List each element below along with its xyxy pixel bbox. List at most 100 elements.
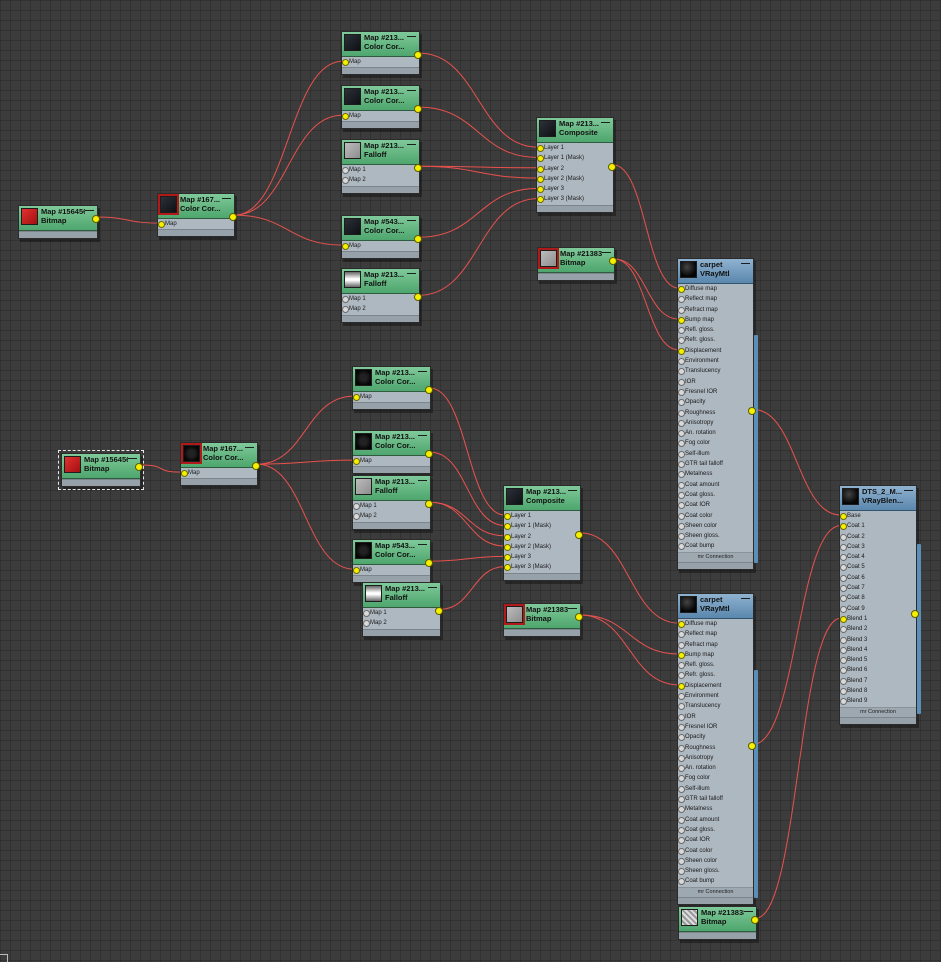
input-socket-icon[interactable] (678, 471, 685, 479)
node-bmpC[interactable]: Map #1564565Bitmap— (58, 450, 144, 490)
input-socket-icon[interactable] (537, 175, 544, 183)
input-socket-icon[interactable] (678, 440, 685, 448)
input-slot[interactable]: Metalness (678, 804, 753, 814)
input-slot[interactable]: Layer 3 (Mask) (537, 194, 613, 204)
input-slot[interactable]: Layer 2 (Mask) (537, 174, 613, 184)
collapse-icon[interactable]: — (418, 539, 427, 549)
input-slot[interactable]: Fog color (678, 773, 753, 783)
input-slot[interactable]: Reflect map (678, 294, 753, 304)
output-socket-icon[interactable] (608, 162, 616, 171)
node-header[interactable]: Map #213...Composite— (504, 485, 580, 511)
input-socket-icon[interactable] (678, 388, 685, 396)
collapse-icon[interactable]: — (128, 453, 137, 463)
node-header[interactable]: Map #213...Falloff— (342, 268, 419, 294)
input-socket-icon[interactable] (678, 481, 685, 489)
input-socket-icon[interactable] (840, 698, 847, 706)
node-bmpB[interactable]: Map #213838...Bitmap— (537, 247, 617, 281)
input-slot[interactable]: Blend 9 (840, 696, 916, 706)
node-cc5[interactable]: Map #213...Color Cor...—Map (352, 430, 433, 475)
input-socket-icon[interactable] (678, 337, 685, 345)
collapse-icon[interactable]: — (407, 31, 416, 41)
input-socket-icon[interactable] (537, 155, 544, 163)
input-socket-icon[interactable] (678, 672, 685, 680)
input-slot[interactable]: Blend 1 (840, 614, 916, 624)
collapse-icon[interactable]: — (85, 205, 94, 215)
input-socket-icon[interactable] (678, 450, 685, 458)
input-socket-icon[interactable] (678, 286, 685, 293)
input-socket-icon[interactable] (678, 682, 685, 690)
input-slot[interactable]: Coat 3 (840, 542, 916, 552)
input-socket-icon[interactable] (678, 796, 685, 804)
collapse-icon[interactable]: — (601, 117, 610, 127)
input-slot[interactable]: Displacement (678, 681, 753, 691)
node-header[interactable]: Map #213...Falloff— (353, 475, 430, 501)
input-slot[interactable]: IOR (678, 377, 753, 387)
input-socket-icon[interactable] (504, 564, 511, 572)
collapse-icon[interactable]: — (245, 442, 254, 452)
output-socket-icon[interactable] (135, 463, 143, 471)
input-socket-icon[interactable] (678, 419, 685, 427)
input-socket-icon[interactable] (840, 646, 847, 654)
output-socket-icon[interactable] (425, 500, 433, 509)
node-header[interactable]: Map #213838...Bitmap— (538, 247, 614, 273)
input-slot[interactable]: Self-illum (678, 449, 753, 459)
input-slot[interactable]: Bump map (678, 315, 753, 325)
mr-connection-footer[interactable]: mr Connection (678, 886, 753, 897)
input-socket-icon[interactable] (678, 461, 685, 469)
input-socket-icon[interactable] (342, 59, 349, 66)
input-slot[interactable]: Coat IOR (678, 500, 753, 510)
input-slot[interactable]: Map (342, 111, 419, 121)
node-ccA[interactable]: Map #167...Color Cor...—Map (157, 193, 237, 238)
input-socket-icon[interactable] (342, 167, 349, 174)
input-slot[interactable]: Anisotropy (678, 418, 753, 428)
input-socket-icon[interactable] (840, 636, 847, 644)
input-slot[interactable]: Layer 2 (504, 532, 580, 542)
input-slot[interactable]: Diffuse map (678, 619, 753, 629)
input-slot[interactable]: Coat bump (678, 876, 753, 886)
input-socket-icon[interactable] (678, 775, 685, 783)
collapse-icon[interactable]: — (407, 215, 416, 225)
input-slot[interactable]: Layer 3 (504, 552, 580, 562)
input-slot[interactable]: Map (342, 241, 419, 251)
collapse-icon[interactable]: — (418, 430, 427, 440)
input-socket-icon[interactable] (537, 186, 544, 194)
input-slot[interactable]: Blend 3 (840, 635, 916, 645)
collapse-icon[interactable]: — (407, 268, 416, 278)
input-socket-icon[interactable] (504, 523, 511, 531)
collapse-icon[interactable]: — (741, 258, 750, 268)
node-cc3[interactable]: Map #543...Color Cor...—Map (341, 215, 422, 260)
input-slot[interactable]: Map 2 (363, 618, 440, 628)
input-socket-icon[interactable] (840, 513, 847, 520)
input-socket-icon[interactable] (840, 585, 847, 593)
input-slot[interactable]: Fresnel IOR (678, 387, 753, 397)
input-slot[interactable]: Translucency (678, 366, 753, 376)
input-slot[interactable]: Map 1 (342, 294, 419, 304)
node-header[interactable]: Map #167...Color Cor...— (158, 193, 234, 219)
output-socket-icon[interactable] (252, 462, 260, 471)
collapse-icon[interactable]: — (741, 593, 750, 603)
input-socket-icon[interactable] (678, 847, 685, 855)
input-slot[interactable]: Coat IOR (678, 835, 753, 845)
input-slot[interactable]: Sheen gloss. (678, 866, 753, 876)
input-socket-icon[interactable] (678, 306, 685, 314)
input-slot[interactable]: Coat 7 (840, 583, 916, 593)
input-socket-icon[interactable] (158, 221, 165, 228)
input-slot[interactable]: Refr. gloss. (678, 670, 753, 680)
input-socket-icon[interactable] (363, 620, 370, 628)
input-slot[interactable]: Blend 6 (840, 665, 916, 675)
collapse-icon[interactable]: — (418, 366, 427, 376)
collapse-icon[interactable]: — (602, 247, 611, 257)
input-slot[interactable]: Layer 1 (504, 511, 580, 521)
input-slot[interactable]: Layer 1 (537, 143, 613, 153)
input-socket-icon[interactable] (342, 177, 349, 185)
node-header[interactable]: Map #1564565Bitmap— (62, 453, 140, 479)
output-socket-icon[interactable] (425, 386, 433, 395)
input-slot[interactable]: Map 2 (353, 511, 430, 521)
input-slot[interactable]: Fresnel IOR (678, 722, 753, 732)
input-socket-icon[interactable] (678, 816, 685, 824)
input-slot[interactable]: Coat gloss. (678, 825, 753, 835)
input-slot[interactable]: Refract map (678, 305, 753, 315)
